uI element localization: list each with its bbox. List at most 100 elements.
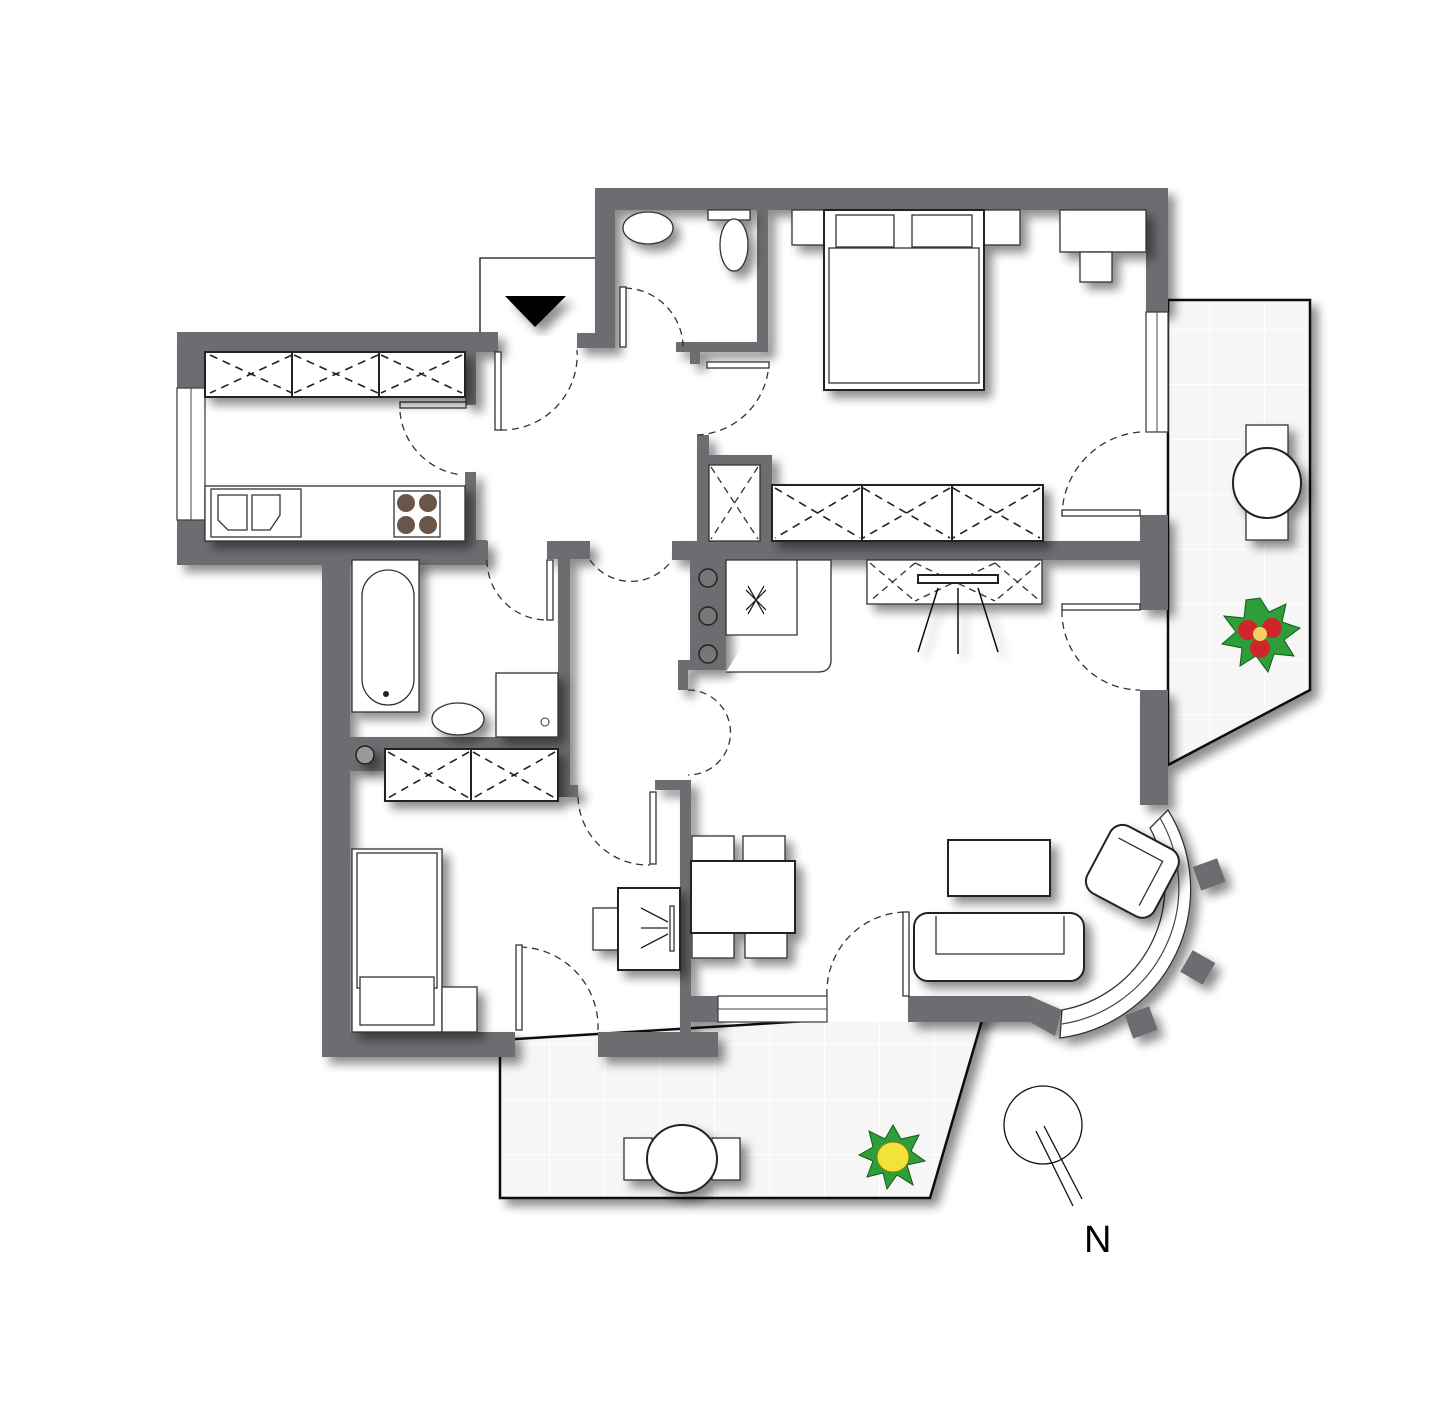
door-swing[interactable] [826, 911, 906, 997]
plant-icon [1220, 597, 1302, 674]
sink-basin [251, 494, 281, 531]
pillow [835, 214, 895, 248]
plant-flowers [876, 1141, 910, 1173]
toilet-icon [707, 209, 751, 272]
desk-lamp [669, 905, 675, 952]
bed-icon [823, 209, 985, 391]
fireplace-icon [698, 559, 832, 673]
cross-mark [745, 585, 767, 615]
lamp-beam [640, 907, 669, 949]
wall [655, 780, 690, 790]
study-desk [592, 887, 681, 971]
desk-chair [592, 907, 619, 951]
stove-burner [419, 494, 437, 512]
door-swing[interactable] [519, 946, 599, 1031]
stove-burner [397, 516, 415, 534]
duvet [828, 247, 980, 384]
door-leaf[interactable] [546, 559, 554, 621]
door-swing[interactable] [687, 689, 732, 776]
door-leaf[interactable] [649, 791, 657, 865]
door-swing[interactable] [486, 559, 548, 621]
door-leaf[interactable] [619, 286, 627, 348]
door-leaf[interactable] [494, 351, 502, 431]
wall [465, 472, 476, 542]
bay-pillar [1180, 950, 1216, 985]
compass-circle [1003, 1085, 1083, 1165]
tv-icon [917, 574, 999, 584]
door-swing[interactable] [589, 559, 673, 582]
table-icon [690, 860, 796, 934]
bedroom-2 [351, 848, 478, 1033]
door-swing[interactable] [1061, 609, 1141, 691]
toilet-tank [707, 209, 751, 221]
door-swing[interactable] [577, 796, 651, 866]
stove-burner [419, 516, 437, 534]
wall [908, 996, 1062, 1036]
wall [672, 541, 1168, 560]
stove-burner [397, 494, 415, 512]
stove-icon [393, 490, 441, 538]
walls [177, 188, 1168, 1057]
armchair-icon [1084, 823, 1180, 919]
stove-counter [725, 559, 832, 673]
pillow [911, 214, 973, 248]
door-leaf[interactable] [399, 401, 467, 409]
wall [680, 996, 718, 1022]
living-area [913, 823, 1180, 982]
door-swing[interactable] [1061, 431, 1141, 516]
closet [708, 464, 761, 542]
door-leaf[interactable] [902, 911, 910, 997]
cabinet-cross [209, 354, 463, 394]
chair [691, 931, 735, 959]
wall [598, 1032, 718, 1057]
wall [177, 332, 205, 388]
entry-outline [479, 257, 595, 332]
tv-cabinet [866, 559, 1043, 654]
shower-tray [495, 672, 559, 738]
door-leaf[interactable] [1061, 603, 1141, 611]
wall [760, 455, 772, 545]
tv-beam [917, 587, 999, 654]
wall [322, 541, 350, 1057]
wall [322, 1032, 515, 1057]
wall [1140, 690, 1168, 805]
bathtub-tap [383, 691, 389, 697]
door-swing[interactable] [499, 349, 578, 431]
wall [558, 541, 570, 796]
door-leaf[interactable] [706, 361, 770, 369]
wall [177, 332, 498, 352]
bathtub-icon [361, 569, 415, 706]
coffee-table [947, 839, 1051, 897]
door-swings [399, 286, 1141, 1031]
chair [744, 931, 788, 959]
toilet-bowl [719, 218, 749, 272]
door-leaf[interactable] [1061, 509, 1141, 517]
south-terrace [498, 1008, 987, 1200]
wall [676, 342, 768, 352]
plant-flower [1262, 618, 1282, 638]
flue [698, 606, 718, 626]
door-leaf[interactable] [515, 944, 523, 1031]
windows [176, 311, 1169, 1023]
south-terrace-floor [498, 1008, 987, 1200]
flue [698, 644, 718, 664]
desk [1059, 209, 1147, 253]
compass-label: N [1084, 1219, 1111, 1261]
bed-icon [356, 852, 438, 989]
door-swing[interactable] [624, 287, 684, 353]
washbasin-icon [622, 211, 674, 245]
wall [595, 188, 1168, 210]
pipe [355, 745, 375, 765]
wall [697, 435, 709, 545]
compass-needle [1043, 1125, 1083, 1200]
cabinet-cross [869, 562, 1041, 602]
desk-chair [1079, 251, 1113, 283]
door-swing[interactable] [696, 371, 769, 436]
sink-basin [217, 494, 248, 531]
door-swing[interactable] [399, 411, 463, 476]
east-terrace-floor [1166, 298, 1312, 768]
bathroom [351, 559, 559, 802]
wall [577, 333, 615, 348]
nightstand [441, 986, 478, 1033]
